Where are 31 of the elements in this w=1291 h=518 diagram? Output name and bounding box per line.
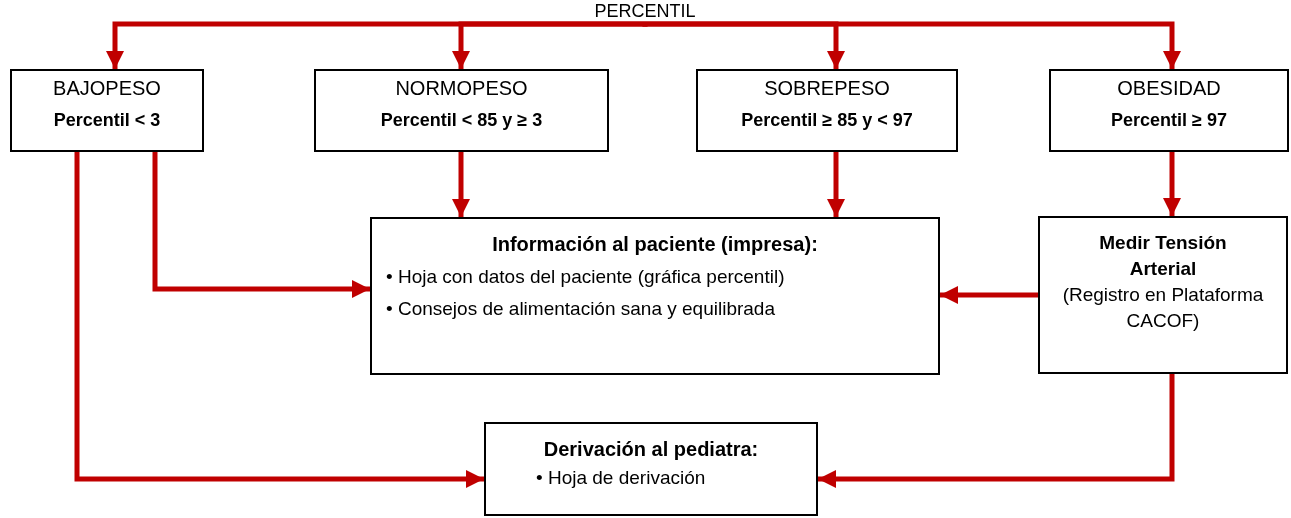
arrow xyxy=(818,374,1175,488)
box-heading: Derivación al pediatra: xyxy=(542,438,760,461)
box-note: (Registro en Plataforma CACOF) xyxy=(1061,283,1265,333)
process-box xyxy=(1038,216,1288,374)
category-title: BAJOPESO xyxy=(52,77,162,100)
arrow xyxy=(152,152,370,298)
percentile-range: Percentil < 85 y ≥ 3 xyxy=(379,110,544,131)
category-box xyxy=(314,69,609,152)
category-title: OBESIDAD xyxy=(1116,77,1222,100)
process-box xyxy=(484,422,818,516)
category-box xyxy=(1049,69,1289,152)
category-box xyxy=(10,69,204,152)
bullet-item: • Hoja con datos del paciente (gráfica percentil) xyxy=(386,266,785,288)
arrow xyxy=(642,19,1181,69)
arrow xyxy=(827,152,845,217)
category-box xyxy=(696,69,958,152)
category-title: NORMOPESO xyxy=(394,77,529,100)
category-title: SOBREPESO xyxy=(763,77,891,100)
percentile-range: Percentil ≥ 85 y < 97 xyxy=(740,110,914,131)
bullet-item: • Hoja de derivación xyxy=(536,467,706,489)
bullet-item: • Consejos de alimentación sana y equilibrada xyxy=(386,298,775,320)
percentile-range: Percentil ≥ 97 xyxy=(1110,110,1228,131)
box-heading: Información al paciente (impresa): xyxy=(491,233,819,256)
percentile-range: Percentil < 3 xyxy=(52,110,162,131)
arrow xyxy=(1163,152,1181,216)
arrow xyxy=(452,152,470,217)
box-heading: Medir Tensión Arterial xyxy=(1098,231,1228,281)
arrow xyxy=(74,152,484,488)
process-box xyxy=(370,217,940,375)
arrow xyxy=(940,286,1038,304)
heading-text: PERCENTIL xyxy=(593,0,697,22)
